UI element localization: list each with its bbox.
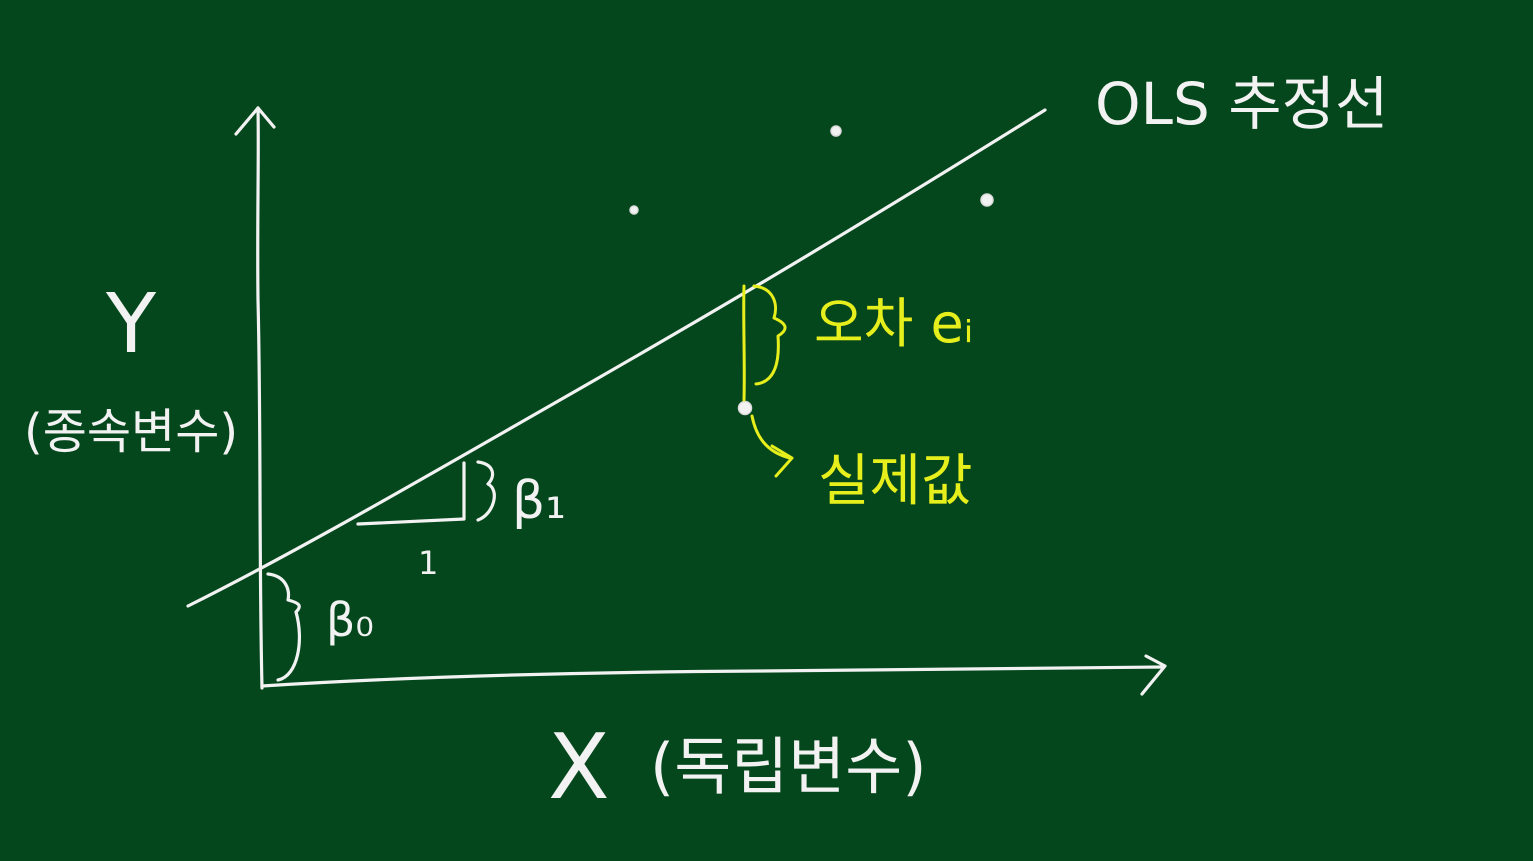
residual-brace: [752, 284, 787, 386]
data-point: [830, 125, 842, 137]
x-axis-letter: X: [548, 715, 610, 820]
actual-value-arrow: [750, 414, 794, 478]
intercept-label: β₀: [326, 593, 374, 647]
intercept-brace: [266, 572, 302, 682]
data-point: [629, 205, 639, 215]
y-axis-name: (종속변수): [24, 404, 238, 460]
slope-label: β₁: [512, 471, 566, 531]
unit-step-label: 1: [418, 544, 438, 582]
data-point: [980, 193, 994, 207]
ols-line-label: OLS 추정선: [1095, 70, 1388, 138]
ols-regression-line: [186, 108, 1047, 608]
slope-brace: [476, 460, 496, 522]
residual-label: 오차 eᵢ: [814, 292, 973, 355]
x-axis-name: (독립변수): [650, 730, 927, 803]
residual-segment: [742, 284, 746, 402]
actual-value-label: 실제값: [818, 449, 973, 514]
data-points: [629, 125, 994, 416]
slope-step-triangle: [356, 461, 466, 526]
y-axis: [234, 106, 276, 690]
data-point-actual: [737, 400, 753, 416]
x-axis: [260, 654, 1167, 696]
residual-annotation: [742, 284, 794, 478]
y-axis-letter: Y: [105, 277, 157, 372]
